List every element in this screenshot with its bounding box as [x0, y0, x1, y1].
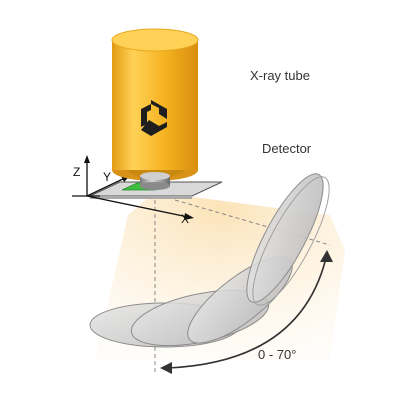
xray-tube-label: X-ray tube: [250, 68, 310, 83]
hexagon-logo-icon: [141, 100, 167, 136]
xray-tube: [111, 28, 199, 190]
detector-disk-vertical: [246, 173, 324, 303]
coordinate-axes: [72, 155, 194, 220]
axis-z-label: Z: [73, 165, 81, 179]
detector-disk-vertical-edge: [252, 176, 330, 306]
detector-positions: [89, 173, 330, 348]
axis-y-label: Y: [103, 170, 112, 184]
detector-label: Detector: [262, 141, 312, 156]
angle-range-label: 0 - 70°: [258, 347, 297, 362]
axis-x-label: X: [181, 212, 190, 226]
curved-double-arrow-icon: [160, 250, 333, 374]
